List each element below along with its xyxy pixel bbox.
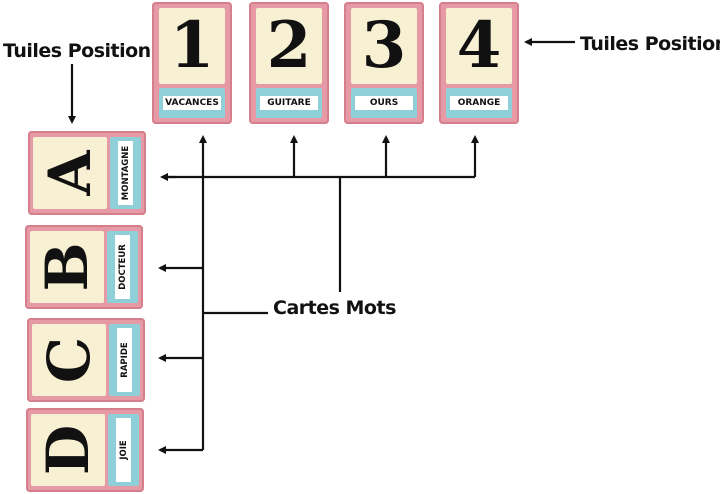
- position-tiles-label-right: Tuiles Position: [580, 33, 720, 55]
- tile-symbol: 4: [456, 8, 502, 83]
- word-card-text: VACANCES: [163, 96, 221, 110]
- tile-face: 4: [446, 8, 512, 84]
- tile-face: 2: [256, 8, 322, 84]
- word-card: VACANCES: [159, 88, 225, 118]
- position-tiles-label-left: Tuiles Position: [3, 40, 151, 62]
- word-card: RAPIDE: [109, 324, 140, 396]
- word-card: OURS: [351, 88, 417, 118]
- tile-face: 1: [159, 8, 225, 84]
- word-card-text: ORANGE: [450, 96, 508, 110]
- word-card-text: GUITARE: [260, 96, 318, 110]
- word-card: ORANGE: [446, 88, 512, 118]
- word-card: DOCTEUR: [107, 231, 138, 303]
- word-card-text: OURS: [355, 96, 413, 110]
- tile-face: C: [32, 324, 106, 396]
- word-card: MONTAGNE: [110, 137, 141, 209]
- tile-symbol: 1: [169, 8, 215, 83]
- tile-face: D: [31, 414, 105, 486]
- tile-symbol: 2: [266, 8, 312, 83]
- word-cards-label: Cartes Mots: [273, 297, 396, 319]
- position-tile-a: A MONTAGNE: [28, 131, 146, 215]
- position-tile-2: 2 GUITARE: [249, 2, 329, 124]
- tile-face: A: [33, 137, 107, 209]
- word-card: GUITARE: [256, 88, 322, 118]
- position-tile-1: 1 VACANCES: [152, 2, 232, 124]
- tile-face: 3: [351, 8, 417, 84]
- tile-face: B: [30, 231, 104, 303]
- position-tile-c: C RAPIDE: [27, 318, 145, 402]
- position-tile-4: 4 ORANGE: [439, 2, 519, 124]
- position-tile-3: 3 OURS: [344, 2, 424, 124]
- word-card: JOIE: [108, 414, 139, 486]
- tile-symbol: 3: [361, 8, 407, 83]
- position-tile-b: B DOCTEUR: [25, 225, 143, 309]
- position-tile-d: D JOIE: [26, 408, 144, 492]
